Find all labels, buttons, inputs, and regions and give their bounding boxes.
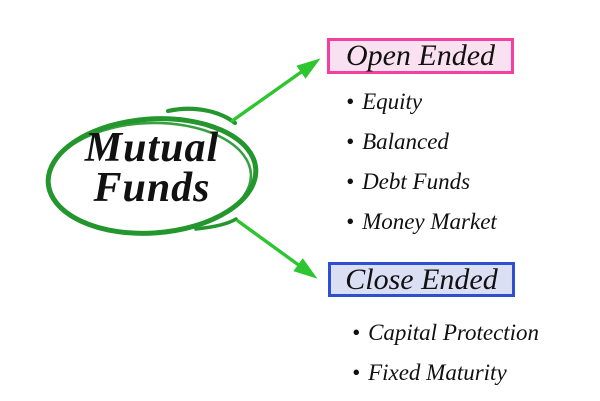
arrow-to-close-ended: [236, 219, 318, 279]
open-ended-box: Open Ended: [327, 38, 514, 74]
ellipse-flick-bottom: [194, 217, 238, 231]
arrow-line-open: [230, 58, 321, 123]
arrow-line-close: [236, 219, 318, 279]
list-item: Capital Protection: [352, 313, 539, 353]
ellipse-outline-inner: [47, 121, 253, 235]
close-ended-label: Close Ended: [345, 262, 498, 296]
open-ended-label: Open Ended: [345, 39, 496, 72]
mutual-funds-label-line1: Mutual: [84, 125, 220, 171]
list-item: Debt Funds: [346, 162, 497, 202]
close-ended-list: Capital Protection Fixed Maturity: [352, 313, 539, 393]
mutual-funds-ellipse: [45, 106, 259, 236]
list-item: Money Market: [346, 202, 497, 242]
arrow-to-open-ended: [230, 58, 321, 123]
list-item: Fixed Maturity: [352, 353, 539, 393]
open-ended-list: Equity Balanced Debt Funds Money Market: [346, 82, 497, 242]
list-item: Balanced: [346, 122, 497, 162]
mutual-funds-label-line2: Funds: [93, 165, 211, 211]
mutual-funds-label: Mutual Funds: [52, 125, 252, 211]
list-item: Equity: [346, 82, 497, 122]
close-ended-box: Close Ended: [328, 262, 515, 297]
